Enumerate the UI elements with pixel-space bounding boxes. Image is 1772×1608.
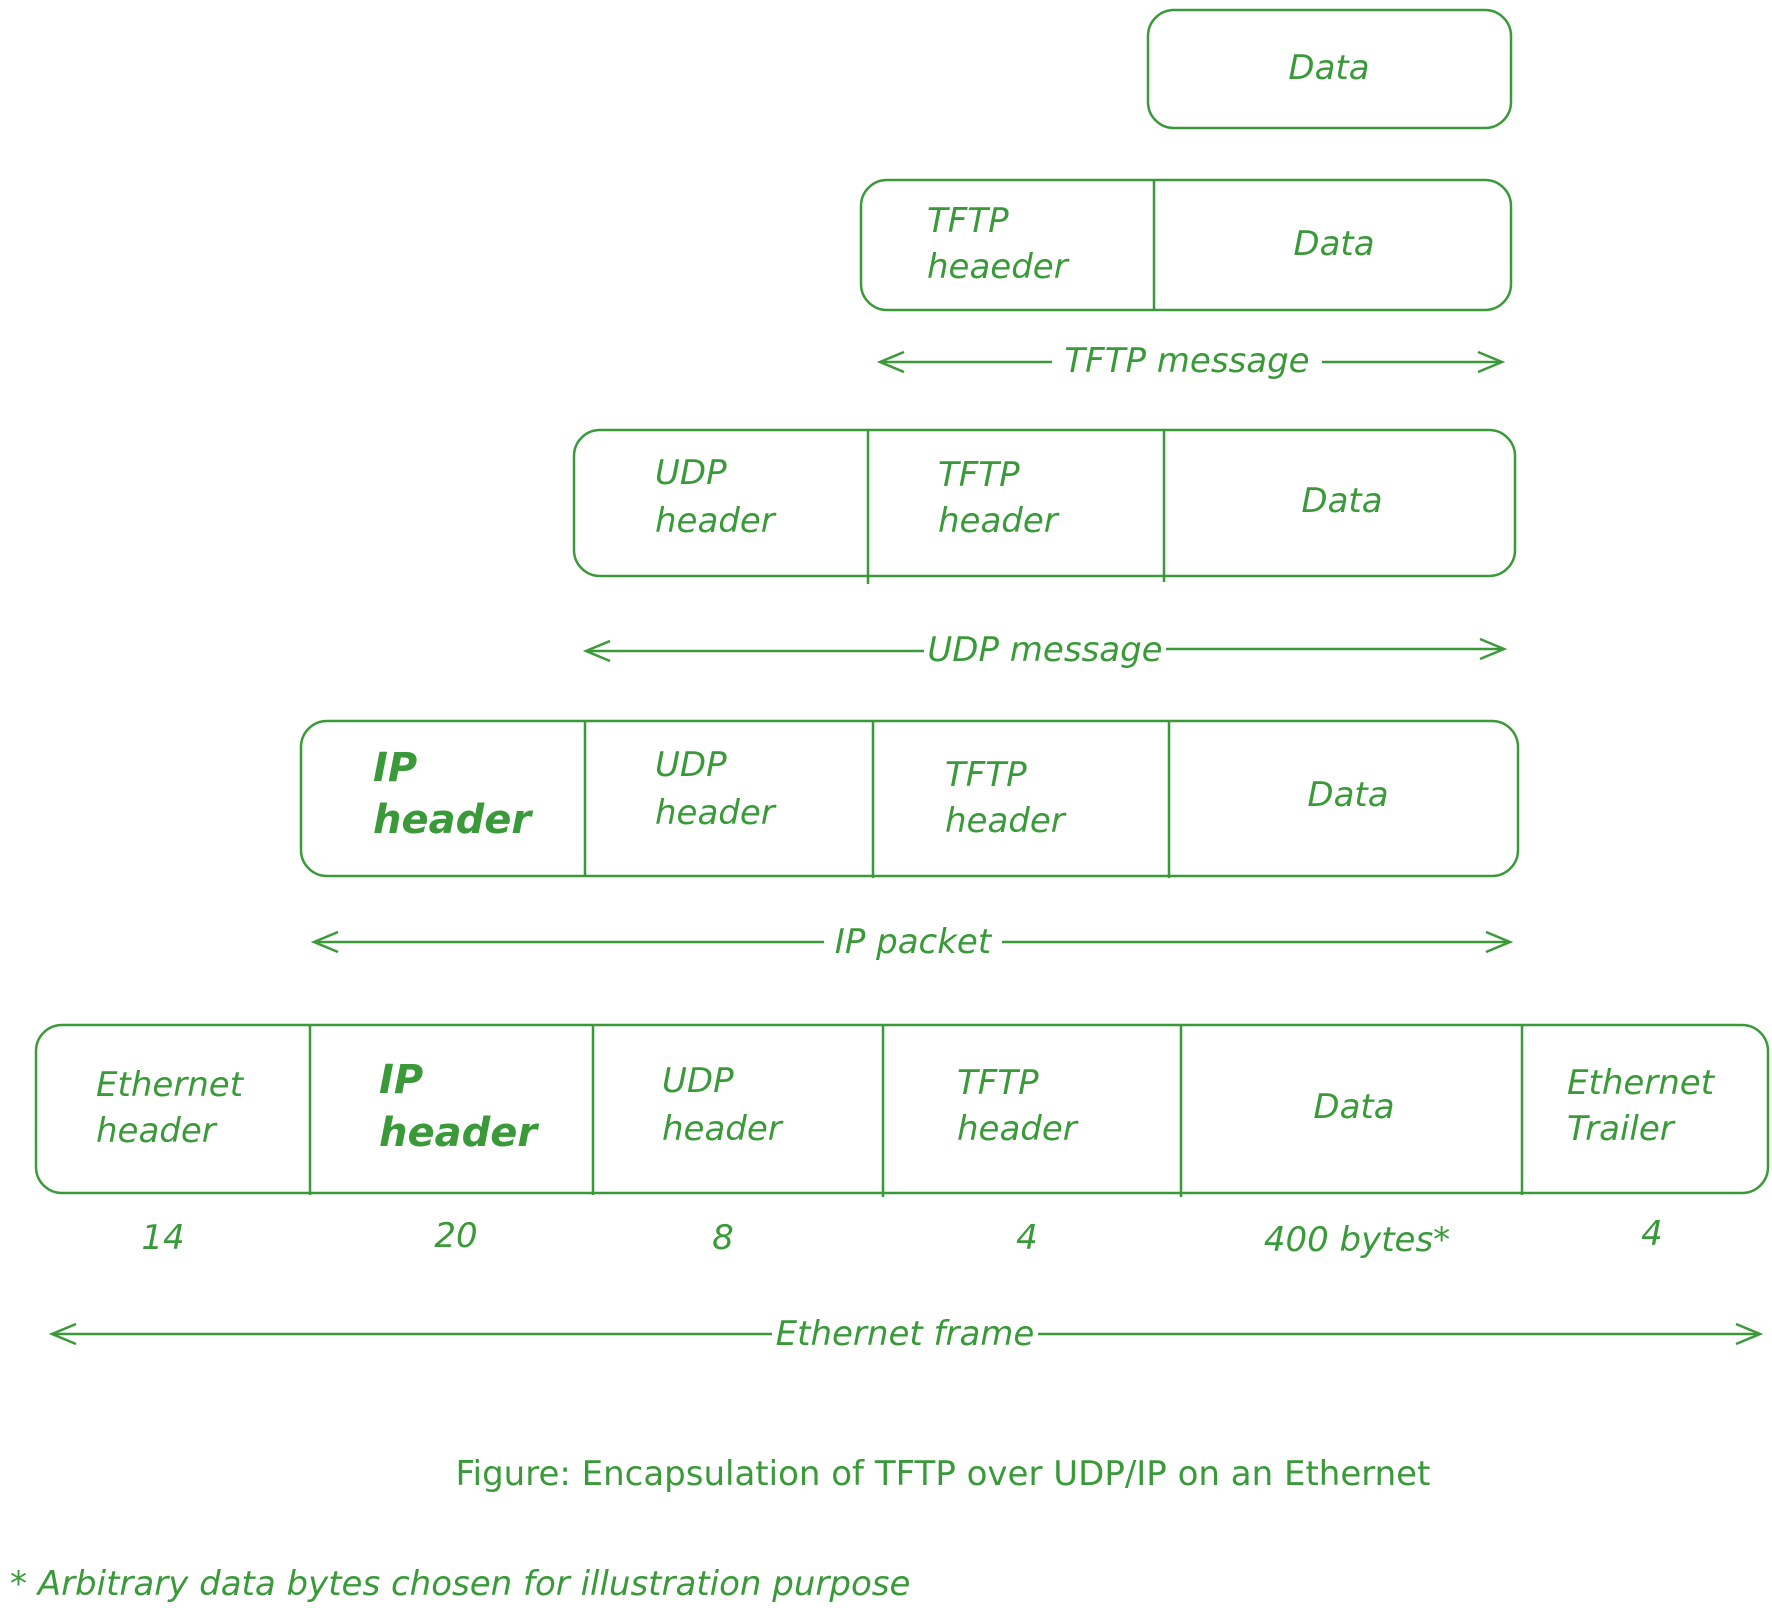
row-tftp-message: TFTP heaeder Data TFTP message [859,178,1513,381]
udp-header-label: UDP [655,453,727,493]
ip-header-label-2: header [379,1110,539,1156]
udp-header-label-2: header [662,1109,784,1149]
ethernet-header-label-2: header [96,1111,218,1151]
ethernet-trailer-label: Ethernet [1567,1063,1716,1103]
tftp-header-label: TFTP [945,755,1027,795]
ip-header-label: IP [373,745,417,791]
tftp-header-label-2: header [945,801,1067,841]
ip-packet-arrowhead-left [310,930,339,954]
udp-header-label: UDP [655,745,727,785]
ip-header-label-2: header [373,797,533,843]
tftp-message-arrowhead-left [876,350,905,374]
data-label: Data [1301,481,1382,521]
udp-header-label-2: header [655,793,777,833]
ethernet-frame-label: Ethernet frame [776,1314,1035,1354]
row-ip-packet: IP header UDP header TFTP header Data IP… [299,719,1520,962]
data-label: Data [1293,224,1374,264]
ethernet-header-label: Ethernet [96,1065,245,1105]
tftp-header-label: TFTP [938,455,1020,495]
tftp-message-arrowhead-right [1477,350,1506,374]
tftp-header-label-2: heaeder [927,247,1070,287]
row-ethernet-frame: Ethernet header IP header UDP header TFT… [34,1023,1770,1354]
figure-caption: Figure: Encapsulation of TFTP over UDP/I… [456,1454,1431,1494]
footnote: * Arbitrary data bytes chosen for illust… [10,1564,910,1604]
size-tftp-header: 4 [1016,1218,1038,1258]
ip-header-label: IP [379,1057,423,1103]
ethernet-frame-arrowhead-left [48,1322,77,1346]
ip-packet-arrowhead-right [1485,930,1514,954]
udp-message-arrowhead-left [582,639,611,663]
ethernet-frame-arrowhead-right [1735,1322,1764,1346]
ip-packet-label: IP packet [835,922,993,962]
data-label: Data [1313,1087,1394,1127]
tftp-message-label: TFTP message [1064,341,1309,381]
size-ethernet-header: 14 [141,1218,184,1258]
tftp-header-label-2: header [938,501,1060,541]
ethernet-frame-box [34,1023,1770,1195]
size-udp-header: 8 [712,1218,734,1258]
data-label: Data [1288,48,1369,88]
tftp-message-box [859,178,1513,312]
data-box [1146,8,1513,130]
data-label: Data [1307,775,1388,815]
ip-packet-box [299,719,1520,878]
size-ip-header: 20 [434,1216,477,1256]
tftp-header-label-2: header [957,1109,1079,1149]
row-data-only: Data [1146,8,1513,130]
size-data: 400 bytes* [1264,1220,1450,1260]
udp-message-arrowhead-right [1479,637,1508,661]
udp-header-label-2: header [655,501,777,541]
udp-message-box [572,428,1517,578]
size-ethernet-trailer: 4 [1641,1214,1663,1254]
udp-message-label: UDP message [927,630,1162,670]
udp-header-label: UDP [662,1061,734,1101]
ethernet-trailer-label-2: Trailer [1567,1109,1676,1149]
row-udp-message: UDP header TFTP header Data UDP message [572,428,1517,670]
tftp-header-label: TFTP [957,1063,1039,1103]
tftp-header-label: TFTP [927,201,1009,241]
